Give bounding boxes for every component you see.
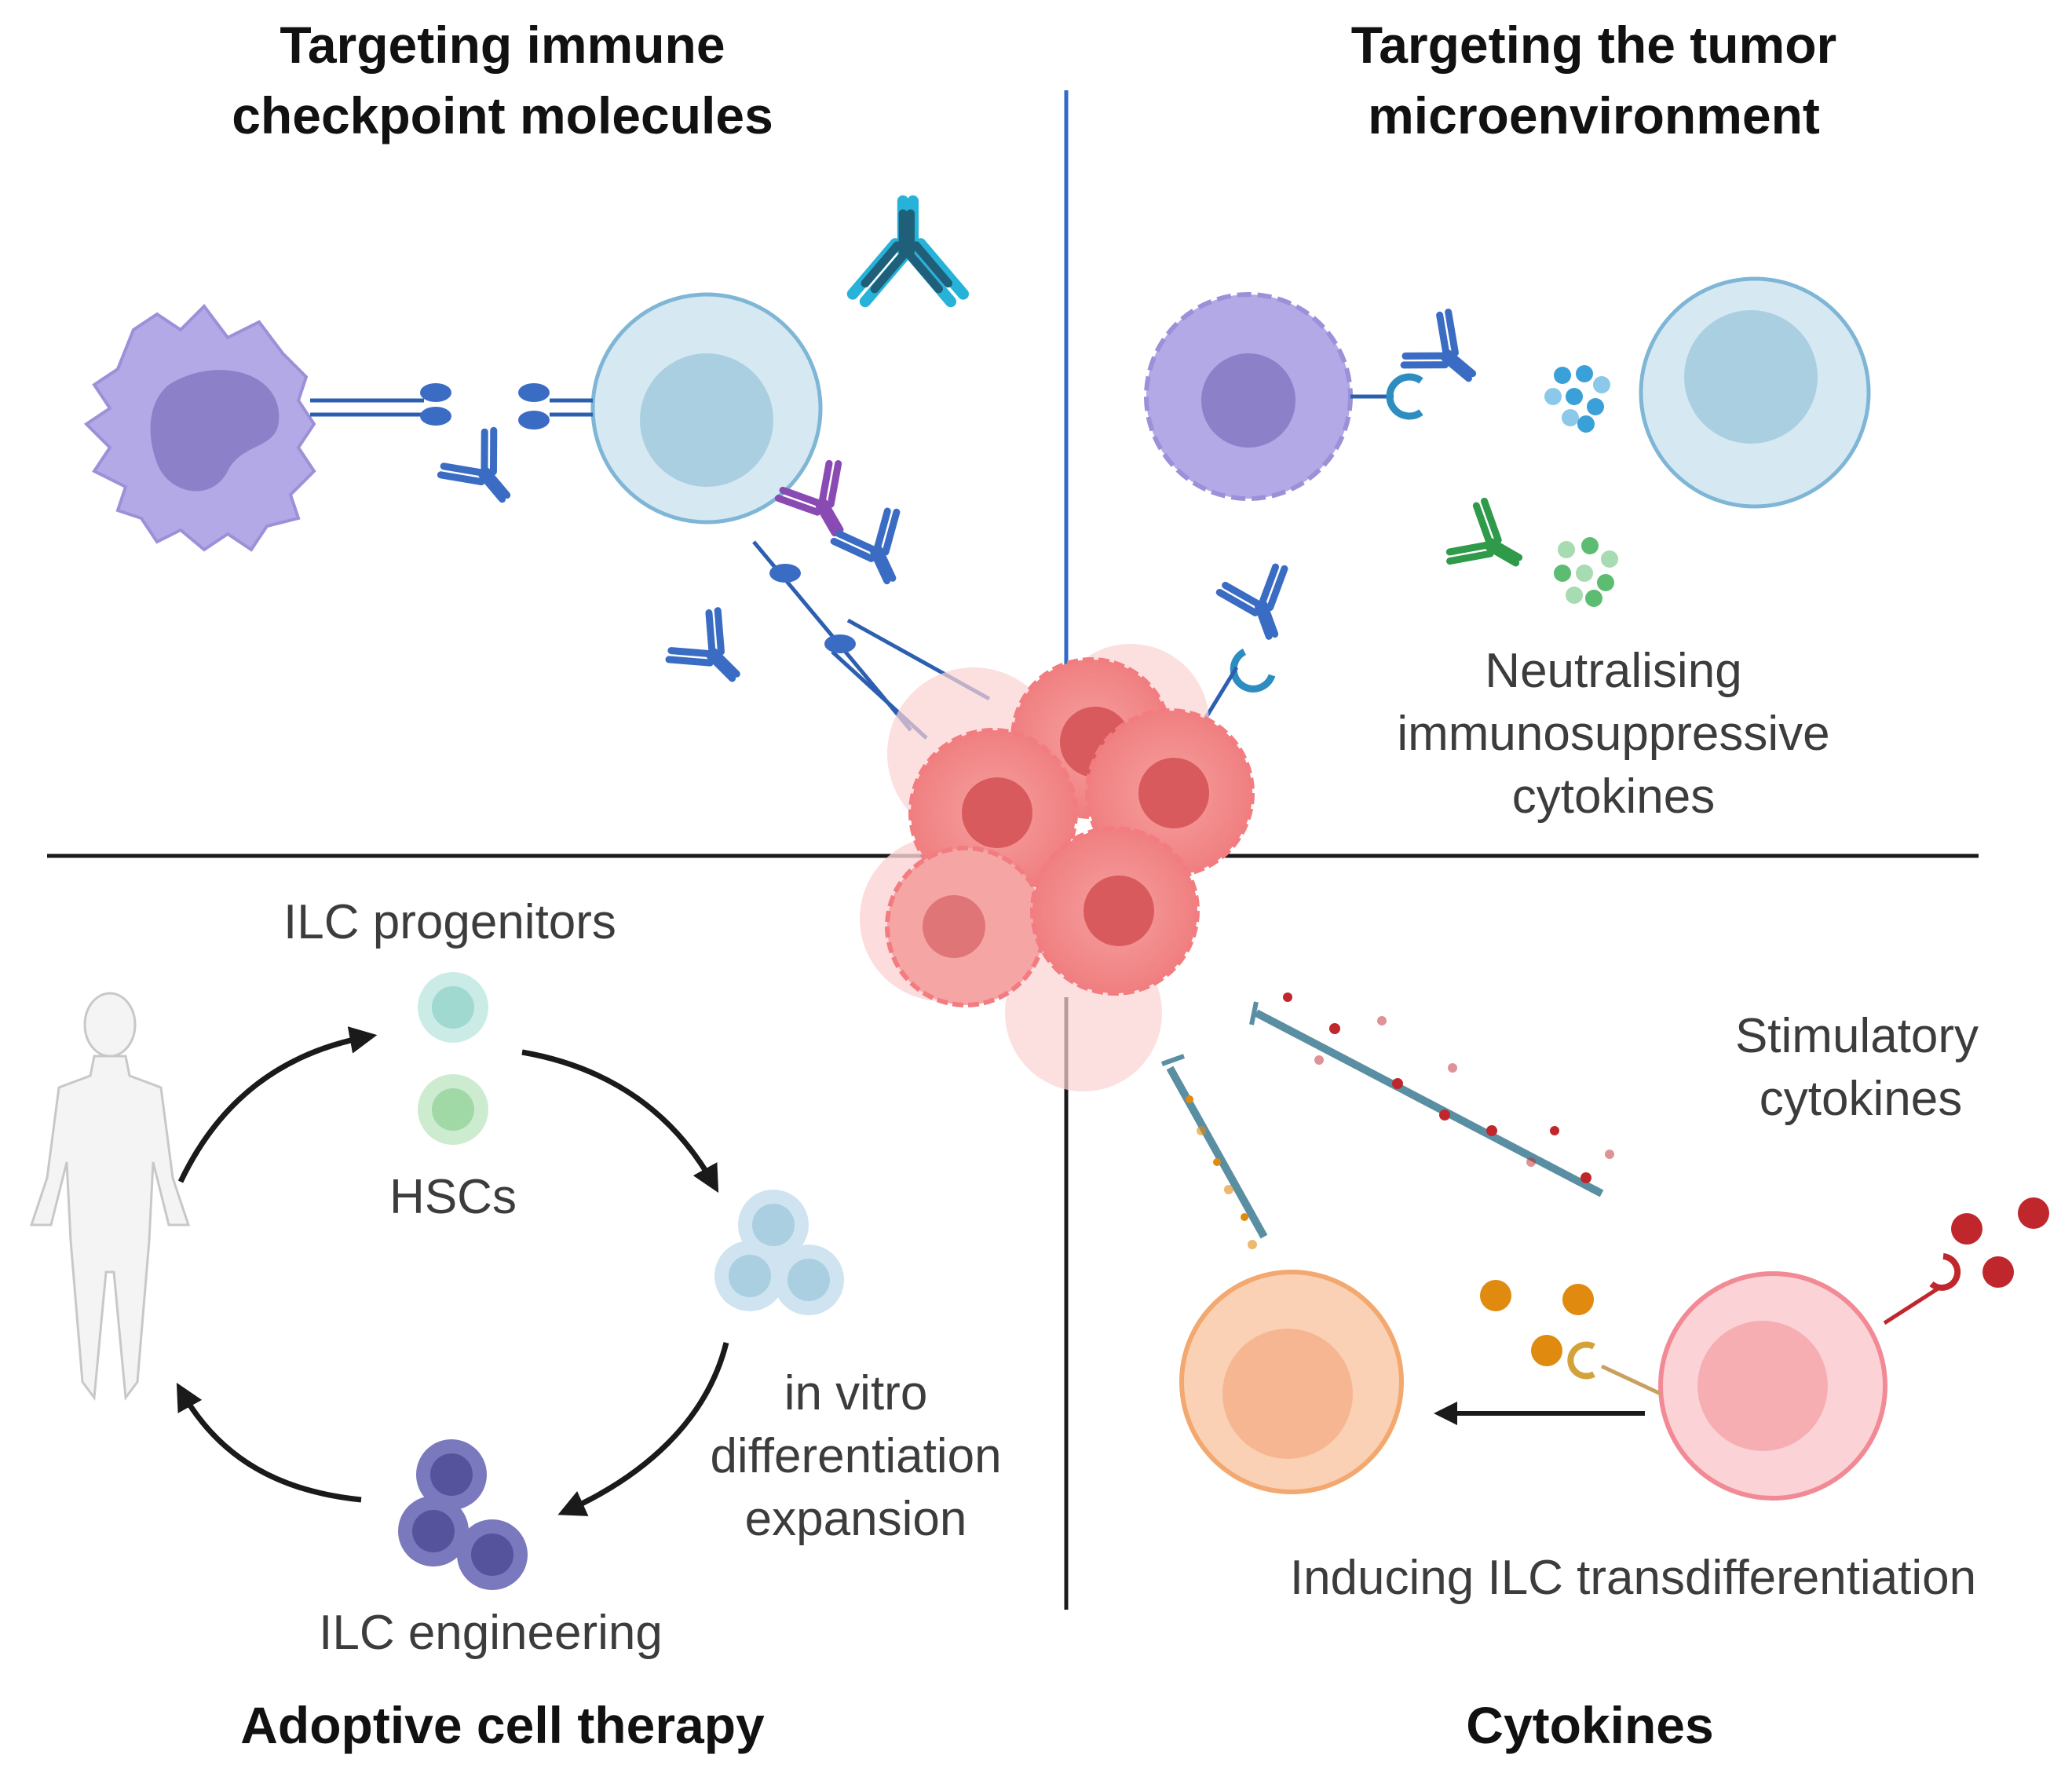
ilc-orange-icon bbox=[1179, 1270, 1404, 1494]
cytokine-dot-icon bbox=[1283, 993, 1614, 1183]
antibody-icon bbox=[438, 427, 532, 520]
expansion-label-line3: expansion bbox=[745, 1492, 967, 1546]
expansion-label-line1: in vitro bbox=[784, 1366, 928, 1420]
tme-title-line1: Targeting the tumor bbox=[1351, 16, 1836, 74]
macrophage-icon bbox=[83, 303, 316, 552]
cytokine-dot-icon bbox=[1554, 537, 1618, 607]
macrophage-icon bbox=[1144, 292, 1353, 501]
cytokine-dot-icon bbox=[1544, 365, 1610, 433]
antibody-icon bbox=[1401, 309, 1493, 403]
antibody-icon bbox=[832, 508, 922, 594]
human-silhouette-icon bbox=[29, 992, 191, 1402]
syringe-icon bbox=[1249, 1001, 1604, 1197]
t-cell-icon bbox=[590, 292, 823, 525]
ilc-pink-icon bbox=[1658, 1271, 1887, 1501]
antibody-icon bbox=[1218, 565, 1304, 647]
expansion-label-line2: differentiation bbox=[710, 1429, 1001, 1483]
cytokine-dot-icon bbox=[1480, 1280, 1594, 1366]
tumor-cluster-icon bbox=[860, 644, 1255, 1091]
checkpoint-title-line2: checkpoint molecules bbox=[232, 86, 773, 144]
transdifferentiation-label: Inducing ILC transdifferentiation bbox=[1290, 1551, 1976, 1605]
tme-title-line2: microenvironment bbox=[1368, 86, 1820, 144]
adoptive-therapy-title: Adoptive cell therapy bbox=[240, 1696, 765, 1754]
cytokine-dot-icon bbox=[1951, 1197, 2049, 1288]
engineering-label: ILC engineering bbox=[319, 1606, 663, 1660]
progenitors-label: ILC progenitors bbox=[283, 895, 616, 949]
stimulatory-label-line2: cytokines bbox=[1760, 1072, 1962, 1126]
antibody-icon bbox=[1445, 499, 1534, 590]
hsc-icon bbox=[418, 1074, 488, 1145]
neutralising-caption-line2: immunosuppressive bbox=[1397, 707, 1829, 761]
cytokines-title: Cytokines bbox=[1466, 1696, 1713, 1754]
ilc-progenitor-icon bbox=[418, 972, 488, 1043]
expanded-cells-icon bbox=[714, 1190, 844, 1315]
engineered-ilc-icon bbox=[398, 1439, 528, 1590]
checkpoint-title-line1: Targeting immune bbox=[280, 16, 725, 74]
hscs-label: HSCs bbox=[389, 1170, 517, 1224]
neutralising-caption-line3: cytokines bbox=[1512, 770, 1715, 824]
cycle-arrow-icon bbox=[176, 1026, 729, 1516]
stimulatory-label-line1: Stimulatory bbox=[1735, 1009, 1979, 1063]
cytokine-dot-icon bbox=[1186, 1095, 1257, 1249]
t-cell-icon bbox=[1639, 276, 1871, 509]
neutralising-caption-line1: Neutralising bbox=[1485, 644, 1741, 698]
syringe-icon bbox=[1160, 1054, 1268, 1239]
antibody-icon bbox=[666, 607, 759, 700]
